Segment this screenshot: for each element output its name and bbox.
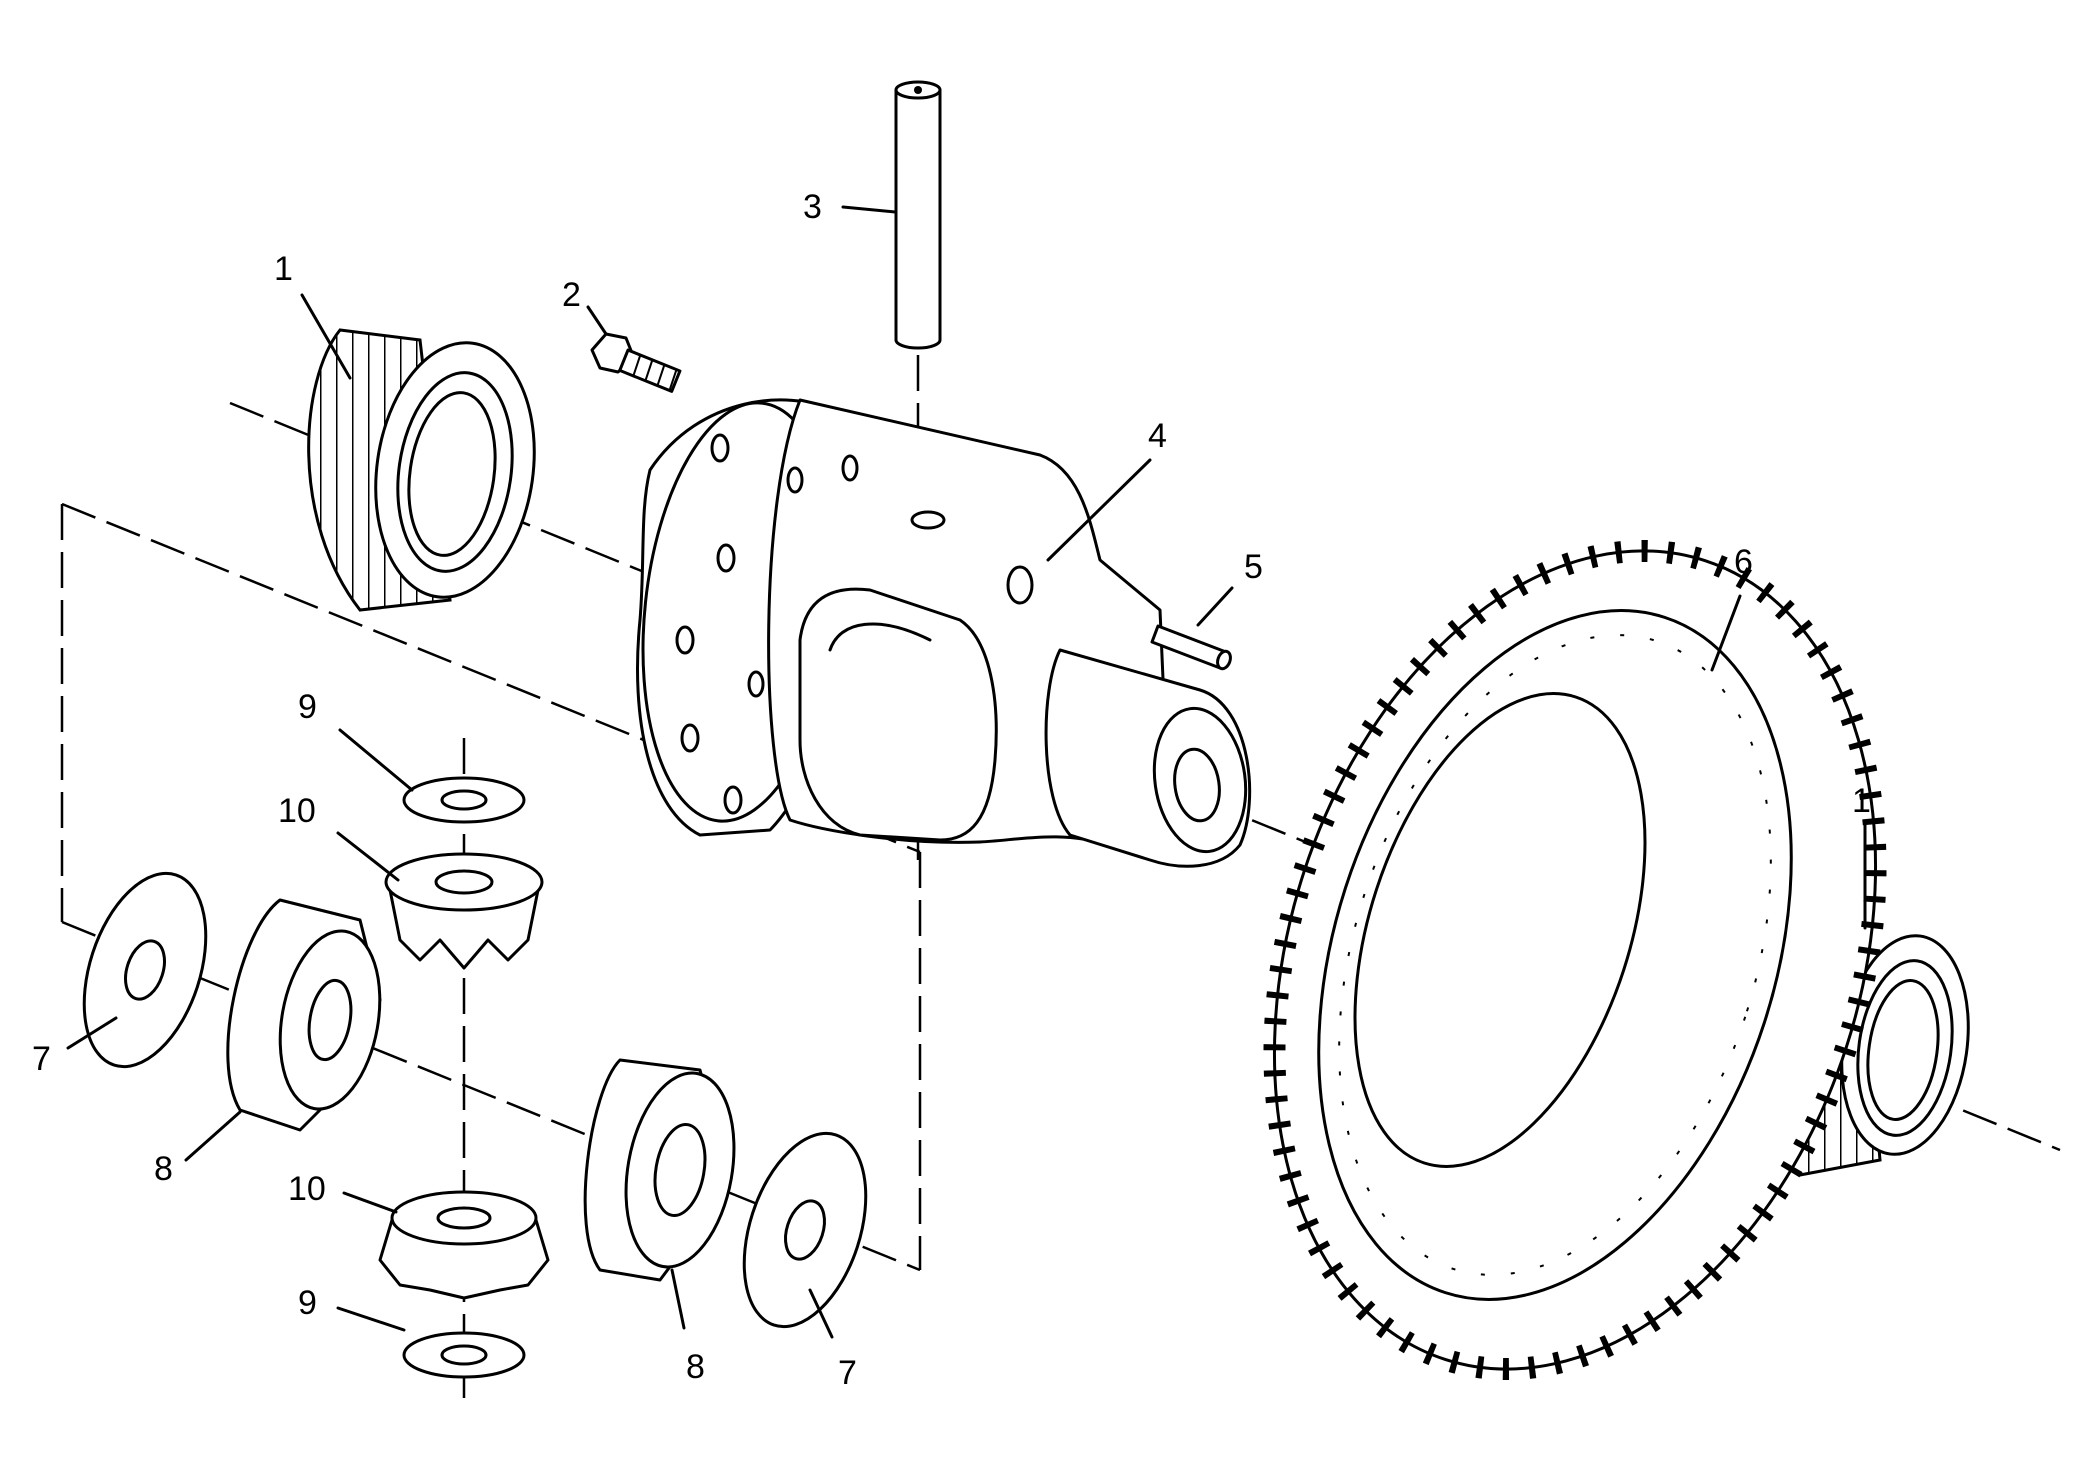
callout-leaders bbox=[66, 205, 1867, 1339]
pinion-gear-lower bbox=[378, 1190, 550, 1300]
callout-label-3: 3 bbox=[803, 188, 822, 226]
callout-label-10-upper: 10 bbox=[278, 792, 316, 830]
callout-labels: 1 2 3 4 5 6 1 9 10 7 8 10 9 8 7 bbox=[32, 188, 1871, 1392]
bolt bbox=[590, 332, 682, 393]
callout-label-8-left: 8 bbox=[154, 1150, 173, 1188]
callout-label-6: 6 bbox=[1734, 543, 1753, 581]
side-washer-right bbox=[742, 1131, 868, 1329]
side-gear-right bbox=[583, 1058, 736, 1282]
callout-label-7-left: 7 bbox=[32, 1040, 51, 1078]
ring-gear bbox=[1263, 539, 1887, 1381]
callout-label-10-lower: 10 bbox=[288, 1170, 326, 1208]
bearing-left bbox=[307, 328, 536, 612]
thrust-washer-upper bbox=[402, 776, 526, 824]
callout-label-8-right: 8 bbox=[686, 1348, 705, 1386]
pinion-gear-upper bbox=[384, 852, 544, 970]
callout-label-4: 4 bbox=[1148, 417, 1167, 455]
side-gear-left bbox=[226, 898, 382, 1132]
callout-label-2: 2 bbox=[562, 276, 581, 314]
lock-pin bbox=[1150, 624, 1232, 671]
callout-label-5: 5 bbox=[1244, 548, 1263, 586]
cross-shaft-pin bbox=[894, 80, 942, 350]
side-washer-left bbox=[82, 871, 208, 1069]
differential-case bbox=[636, 398, 1252, 868]
thrust-washer-lower bbox=[402, 1331, 526, 1379]
callout-label-7-right: 7 bbox=[838, 1354, 857, 1392]
callout-label-9-lower: 9 bbox=[298, 1284, 317, 1322]
callout-label-9-upper: 9 bbox=[298, 688, 317, 726]
callout-label-1-left: 1 bbox=[274, 250, 293, 288]
case-bolt-holes bbox=[675, 433, 859, 815]
callout-label-1-right: 1 bbox=[1852, 782, 1871, 820]
